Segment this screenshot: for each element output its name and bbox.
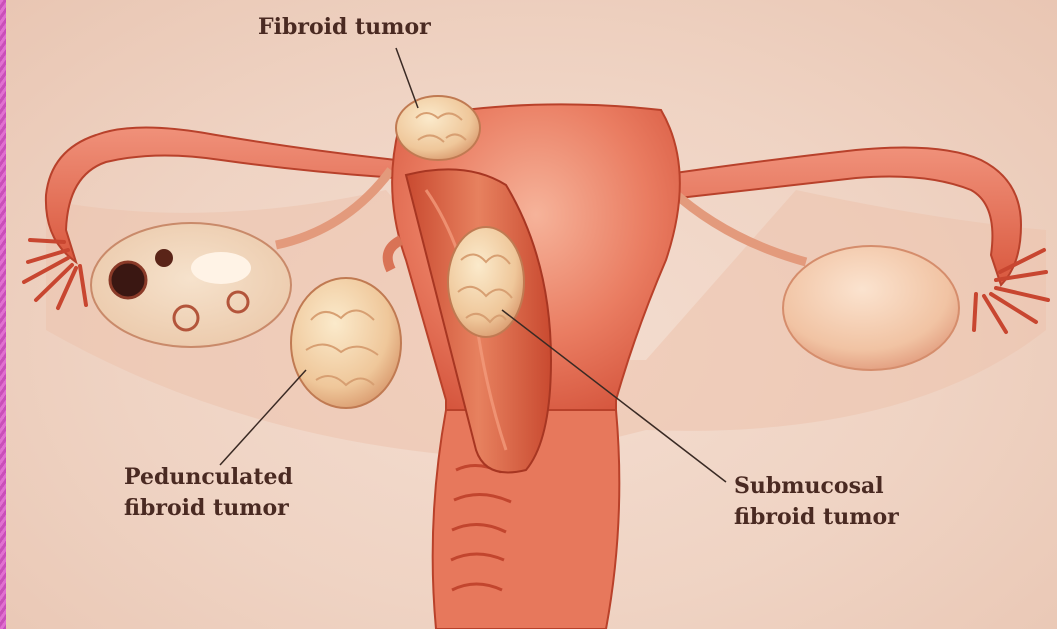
right-ovary — [783, 246, 959, 370]
label-pedunculated-line1: Pedunculated — [124, 462, 293, 493]
leader-line-fibroid — [396, 48, 418, 108]
fibroid-top — [396, 96, 480, 160]
corpus-luteum — [191, 252, 251, 284]
ovary-follicle-large — [110, 262, 146, 298]
fibroid-submucosal — [448, 227, 524, 337]
ovary-follicle-small — [155, 249, 173, 267]
label-fibroid-tumor: Fibroid tumor — [258, 12, 431, 43]
label-pedunculated-line2: fibroid tumor — [124, 493, 293, 524]
label-pedunculated: Pedunculated fibroid tumor — [124, 462, 293, 524]
illustration-panel: Fibroid tumor Pedunculated fibroid tumor… — [6, 0, 1057, 629]
uterus-illustration — [6, 0, 1057, 629]
label-submucosal-line2: fibroid tumor — [734, 502, 899, 533]
label-submucosal: Submucosal fibroid tumor — [734, 471, 899, 533]
label-submucosal-line1: Submucosal — [734, 471, 899, 502]
fibroid-pedunculated — [291, 278, 401, 408]
